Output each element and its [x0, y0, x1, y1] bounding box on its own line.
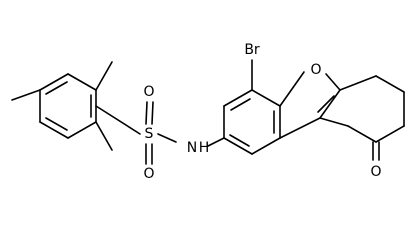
nitrogen-label: N — [187, 140, 197, 156]
ketone-oxygen-label: O — [370, 164, 381, 180]
sulfonyl-oxygen-bottom-label: O — [143, 166, 154, 182]
nitrogen-hydrogen-label: H — [199, 140, 210, 156]
sulfur-label: S — [145, 126, 154, 142]
bond-lines — [11, 59, 405, 165]
bromine-label: Br — [244, 42, 260, 58]
chemical-structure: Br O O O O S N H — [11, 42, 405, 182]
furan-oxygen-label: O — [310, 62, 321, 78]
sulfonyl-oxygen-top-label: O — [143, 84, 154, 100]
